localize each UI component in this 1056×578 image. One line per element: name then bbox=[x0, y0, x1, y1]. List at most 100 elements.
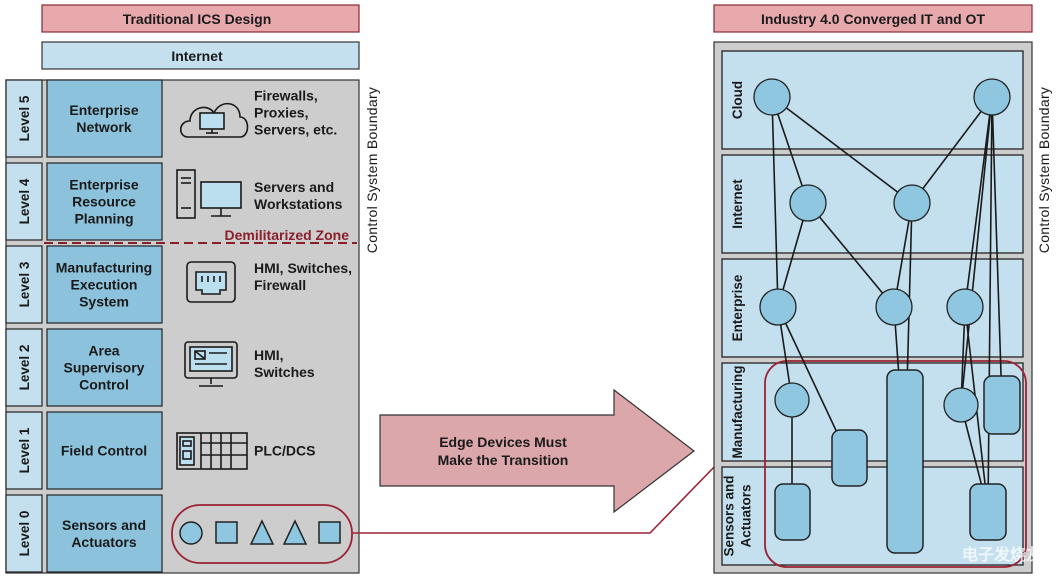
level-number-box bbox=[5, 328, 43, 407]
level-number-box bbox=[5, 162, 43, 241]
level-name-box bbox=[46, 411, 163, 490]
sensor-triangle-icon bbox=[249, 519, 275, 545]
layer-band bbox=[721, 362, 1024, 462]
sensor-square-icon bbox=[215, 521, 238, 544]
hmi-monitor-icon bbox=[184, 341, 238, 387]
edge-highlight bbox=[764, 360, 1027, 568]
network-nodes bbox=[753, 78, 1021, 554]
level-name-text: Network bbox=[76, 119, 131, 135]
layer-label: Sensors and bbox=[722, 475, 737, 556]
level-name-text: Enterprise bbox=[69, 102, 138, 118]
level-description-text: Firewalls, bbox=[254, 88, 318, 104]
layer-label: Enterprise bbox=[730, 274, 745, 341]
sensor-circle-icon bbox=[179, 521, 203, 545]
left-gray-panel bbox=[5, 79, 360, 574]
manufacturing-node-1 bbox=[774, 382, 810, 418]
level-number-label: Level 1 bbox=[17, 427, 32, 473]
internet-box bbox=[41, 41, 360, 70]
layer-label: Manufacturing bbox=[730, 366, 745, 459]
level-name-box bbox=[46, 494, 163, 573]
level-row: Level 1 Field Control PLC/DCS bbox=[5, 411, 315, 490]
cloud-node-1 bbox=[753, 78, 791, 116]
layer-label: Actuators bbox=[739, 484, 754, 547]
sensor-shapes-icon bbox=[179, 519, 341, 545]
enterprise-node-2 bbox=[875, 288, 913, 326]
level-number-box bbox=[5, 245, 43, 324]
level-name-text: Area bbox=[88, 343, 119, 359]
level-number-label: Level 5 bbox=[17, 95, 32, 141]
enterprise-node-1 bbox=[759, 288, 797, 326]
level-description-text: Proxies, bbox=[254, 105, 308, 121]
plc-rack-icon bbox=[176, 432, 248, 470]
edge-device-1 bbox=[831, 429, 868, 487]
sensor-triangle-icon-2 bbox=[282, 519, 308, 545]
level-name-box bbox=[46, 79, 163, 158]
level-number-box bbox=[5, 79, 43, 158]
level-name-box bbox=[46, 162, 163, 241]
level-number-label: Level 2 bbox=[17, 345, 32, 391]
level-name-text: Sensors and bbox=[62, 517, 146, 533]
layer-label: Internet bbox=[730, 179, 745, 229]
watermark-text: 电子发烧友 bbox=[962, 545, 1043, 564]
manufacturing-device-1 bbox=[983, 375, 1021, 435]
arrow-text-line-1: Edge Devices Must bbox=[439, 434, 567, 450]
level-description-text: Switches bbox=[254, 364, 315, 380]
level-name-text: Execution bbox=[71, 277, 138, 293]
level-name-text: System bbox=[79, 294, 129, 310]
transition-arrow-shape bbox=[379, 388, 695, 514]
manufacturing-node-2 bbox=[943, 387, 979, 423]
level-number-label: Level 0 bbox=[17, 511, 32, 557]
layer-band bbox=[721, 154, 1024, 254]
edge-device-tall bbox=[886, 369, 924, 554]
level-description-text: PLC/DCS bbox=[254, 443, 315, 459]
sensor-square-icon-2 bbox=[318, 521, 341, 544]
level-name-box bbox=[46, 245, 163, 324]
level-number-label: Level 3 bbox=[17, 261, 32, 307]
left-header-box bbox=[41, 4, 360, 33]
transition-arrow: Edge Devices Must Make the Transition bbox=[379, 388, 695, 514]
internet-node-1 bbox=[789, 184, 827, 222]
left-panel: Traditional ICS Design Internet Control … bbox=[5, 4, 380, 574]
level-name-text: Resource bbox=[72, 194, 136, 210]
layer-label: Cloud bbox=[730, 81, 745, 119]
level-number-box bbox=[5, 411, 43, 490]
level-description-text: Workstations bbox=[254, 196, 343, 212]
left-header-title: Traditional ICS Design bbox=[123, 11, 272, 27]
server-workstation-icon bbox=[176, 169, 242, 219]
level-description-text: HMI, Switches, bbox=[254, 260, 352, 276]
level-number-label: Level 4 bbox=[17, 178, 32, 224]
arrow-text-line-2: Make the Transition bbox=[438, 452, 569, 468]
level-description-text: Firewall bbox=[254, 277, 306, 293]
sensor-device-2 bbox=[969, 483, 1007, 541]
level-name-box bbox=[46, 328, 163, 407]
level-name-text: Supervisory bbox=[64, 360, 145, 376]
internet-label: Internet bbox=[171, 48, 223, 64]
enterprise-node-3 bbox=[946, 288, 984, 326]
right-header-title: Industry 4.0 Converged IT and OT bbox=[761, 11, 985, 27]
right-panel: Industry 4.0 Converged IT and OT Control… bbox=[713, 4, 1052, 574]
level-name-text: Actuators bbox=[71, 534, 137, 550]
transition-connector bbox=[352, 462, 719, 534]
network-layer: Internet bbox=[721, 154, 1024, 254]
level-description-text: Servers, etc. bbox=[254, 122, 337, 138]
right-boundary-label: Control System Boundary bbox=[1036, 87, 1052, 253]
internet-node-2 bbox=[893, 184, 931, 222]
level-name-text: Planning bbox=[74, 211, 133, 227]
level-description-text: HMI, bbox=[254, 347, 284, 363]
cloud-node-2 bbox=[973, 78, 1011, 116]
level-name-text: Enterprise bbox=[69, 177, 138, 193]
right-header-box bbox=[713, 4, 1033, 33]
sensor-highlight bbox=[171, 504, 353, 564]
level-number-box bbox=[5, 494, 43, 573]
level-name-text: Field Control bbox=[61, 443, 147, 459]
cloud-computer-icon bbox=[179, 102, 249, 138]
level-description-text: Servers and bbox=[254, 179, 334, 195]
level-name-text: Manufacturing bbox=[56, 260, 152, 276]
sensor-device-1 bbox=[774, 483, 811, 541]
